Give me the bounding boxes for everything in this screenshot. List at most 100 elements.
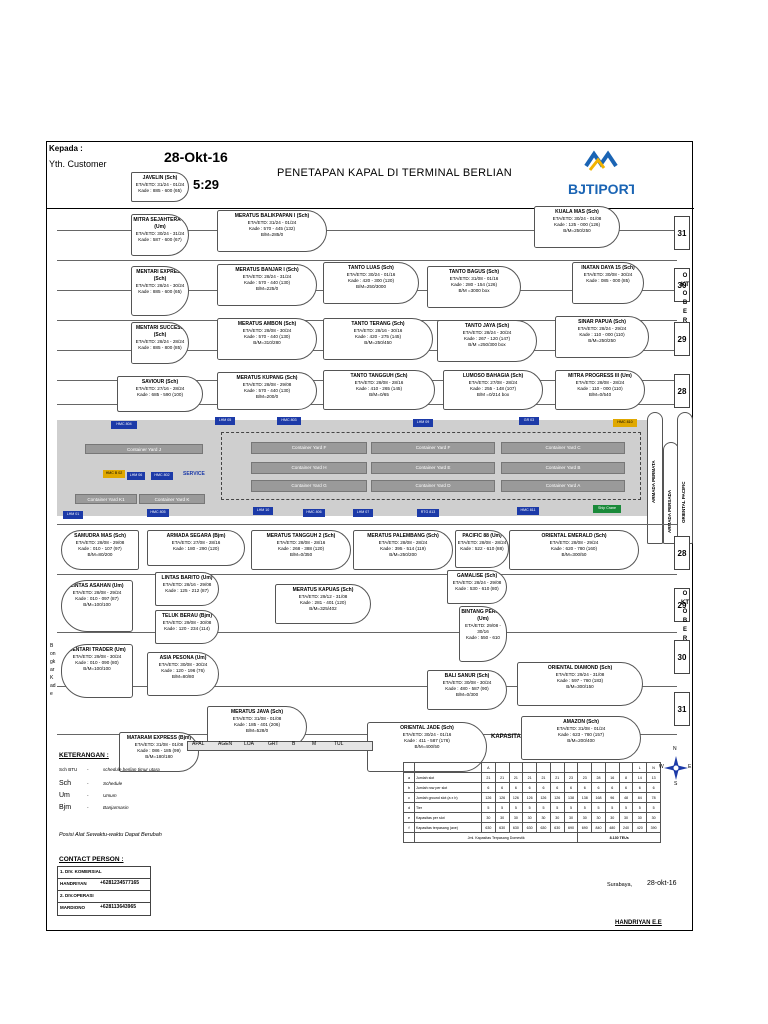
contact-phone-2[interactable]: +628113643965 — [100, 904, 137, 910]
ship-meratus-palembang[interactable]: MERATUS PALEMBANG (Sch)ETA/ETD: 28/08 - … — [353, 530, 453, 570]
contact-phone-1[interactable]: +6281234577165 — [100, 880, 140, 886]
crane-lhm-06: LHM 06 — [127, 472, 145, 480]
to-label: Kepada : — [49, 144, 83, 153]
legend-desc: schedule berlian timur utara — [103, 767, 160, 772]
ship-mentari-trader[interactable]: MENTARI TRADER (Um)ETA/ETD: 29/08 - 30/2… — [61, 644, 133, 698]
crane-lhm-10: LHM 10 — [253, 507, 273, 515]
ship-mitra-progress[interactable]: MITRA PROGRESS III (Um)ETA/ETD: 28/08 - … — [555, 370, 645, 410]
left-vertical-text: Bongkar Kade — [50, 643, 56, 697]
ship-meratus-kupang[interactable]: MERATUS KUPANG (Sch)ETA/ETD: 28/08 - 29/… — [217, 372, 317, 410]
ship-mentari-success[interactable]: MENTARI SUCCESS (Sch)ETA/ETD: 28/24 - 28… — [131, 322, 189, 364]
ship-oriental-diamond[interactable]: ORIENTAL DIAMOND (Sch)ETA/ETD: 29/24 - 3… — [517, 662, 643, 706]
ship-meratus-balikpapan[interactable]: MERATUS BALIKPAPAN I (Sch)ETA/ETD: 31/24… — [217, 210, 327, 252]
ship-armada-permata[interactable]: ARMADA PERMATA — [647, 412, 663, 544]
legend-code: Bjm — [59, 804, 72, 811]
ship-armada-segara[interactable]: ARMADA SEGARA (Bjm)ETA/ETD: 27/08 - 28/1… — [147, 530, 245, 566]
ship-meratus-banjar[interactable]: MERATUS BANJAR I (Sch)ETA/ETD: 28/24 - 3… — [217, 264, 317, 306]
ship-meratus-kapuas[interactable]: MERATUS KAPUAS (Sch)ETA/ETD: 29/12 - 31/… — [275, 584, 371, 624]
crane-hmc-810: HMC 810 — [613, 419, 637, 427]
date-top-31: 31 — [674, 216, 690, 250]
date-bottom-29: 29 — [674, 588, 690, 622]
crane-hmc-803: HMC 803 — [277, 417, 301, 425]
ship-mitra-sejahtera[interactable]: MITRA SEJAHTERA IX (Um)ETA/ETD: 30/24 - … — [131, 214, 189, 256]
ship-oriental-pacific[interactable]: ORIENTAL PACIFIC — [677, 412, 693, 544]
yard-k1: Container Yard K1 — [75, 494, 137, 504]
ship-mataram-express[interactable]: MATARAM EXPRESS (Bjm)ETA/ETD: 31/08 - 01… — [119, 732, 199, 772]
ship-mentari-express[interactable]: MENTARI EXPRESS (Sch)ETA/ETD: 28/24 - 30… — [131, 266, 189, 316]
yard-d: Container Yard D — [371, 480, 495, 492]
contact-title: CONTACT PERSON : — [59, 856, 124, 863]
yard-k: Container Yard K — [139, 494, 205, 504]
crane-ship-crane: Ship Crane — [593, 505, 621, 513]
ship-lintas-barito[interactable]: LINTAS BARITO (Um)ETA/ETD: 28/16 - 29/08… — [155, 572, 219, 606]
kapasitas-label: KAPASITA — [491, 734, 521, 740]
to-value: Yth. Customer — [49, 159, 107, 169]
yard-e: Container Yard E — [371, 462, 495, 474]
crane-gr-03: GR 03 — [519, 417, 539, 425]
date-bottom-28: 28 — [674, 536, 690, 570]
ship-tanto-terang[interactable]: TANTO TERANG (Sch)ETA/ETD: 28/16 - 30/16… — [323, 318, 433, 360]
yard-dashed-boundary — [221, 432, 641, 500]
month-label-top: OKTOBER — [681, 273, 689, 324]
legend-note: Posisi Alat Sewaktu-waktu Dapat Berubah — [59, 832, 162, 838]
header-date: 28-Okt-16 — [164, 149, 228, 165]
yard-f: Container Yard F — [251, 442, 367, 454]
ship-lintas-asahan[interactable]: LINTAS ASAHAN (Um)ETA/ETD: 28/08 - 29/24… — [61, 580, 133, 632]
crane-hmc-b02: HMC B 02 — [103, 470, 125, 478]
service-label: SERVICE — [183, 471, 205, 477]
crane-hmc-805: HMC 805 — [147, 509, 169, 517]
bjti-logo-icon: BJTIPORT — [568, 150, 638, 197]
date-bottom-31: 31 — [674, 692, 690, 726]
compass-rose: N W E S — [659, 746, 693, 796]
compass-icon — [664, 756, 688, 780]
ship-meratus-tangguh-2[interactable]: MERATUS TANGGUH 2 (Sch)ETA/ETD: 28/08 - … — [251, 530, 351, 570]
contact-table: 1. DIV. KOMERSIAL HANDRIYAN +62812345771… — [57, 866, 151, 916]
legend-title: KETERANGAN : — [59, 752, 109, 759]
sign-name: HANDRIYAN E.E — [615, 920, 662, 926]
crane-rtg-813: RTG 813 — [417, 509, 439, 517]
legend-desc: Schedule — [103, 781, 123, 786]
header-time: 5:29 — [193, 177, 220, 192]
yard-j: Container Yard J — [85, 444, 203, 454]
yard-b: Container Yard B — [501, 462, 625, 474]
ship-inatan-daya[interactable]: INATAN DAYA 15 (Sch)ETA/ETD: 30/08 - 30/… — [572, 262, 644, 304]
yard-f2: Container Yard F — [371, 442, 495, 454]
crane-lhm-09: LHM 09 — [413, 419, 433, 427]
logo: BJTIPORT — [564, 144, 638, 204]
ship-lumoso-bahagia[interactable]: LUMOSO BAHAGIA (Sch)ETA/ETD: 27/08 - 28/… — [443, 370, 543, 410]
crane-lhm-07: LHM 07 — [353, 509, 373, 517]
ship-meratus-ambon[interactable]: MERATUS AMBON (Sch)ETA/ETD: 28/08 - 30/2… — [217, 318, 317, 360]
ship-oriental-emerald[interactable]: ORIENTAL EMERALD (Sch)ETA/ETD: 28/08 - 2… — [509, 530, 639, 570]
yard-g: Container Yard G — [251, 480, 367, 492]
yard-a: Container Yard A — [501, 480, 625, 492]
crane-hmc-804: HMC 804 — [111, 421, 137, 429]
legend-code: Sch — [59, 780, 72, 787]
ship-tanto-tangguh[interactable]: TANTO TANGGUH (Sch)ETA/ETD: 28/08 - 28/1… — [323, 370, 435, 410]
yard-h: Container Yard H — [251, 462, 367, 474]
svg-text:BJTIPORT: BJTIPORT — [568, 181, 634, 197]
ship-bintang-permai[interactable]: BINTANG PERMAI (Um)ETA/ETD: 29/08 - 30/1… — [459, 606, 507, 662]
yard-c: Container Yard C — [501, 442, 625, 454]
sign-date: 28-okt-16 — [647, 880, 677, 887]
legend-code: Um — [59, 792, 70, 799]
